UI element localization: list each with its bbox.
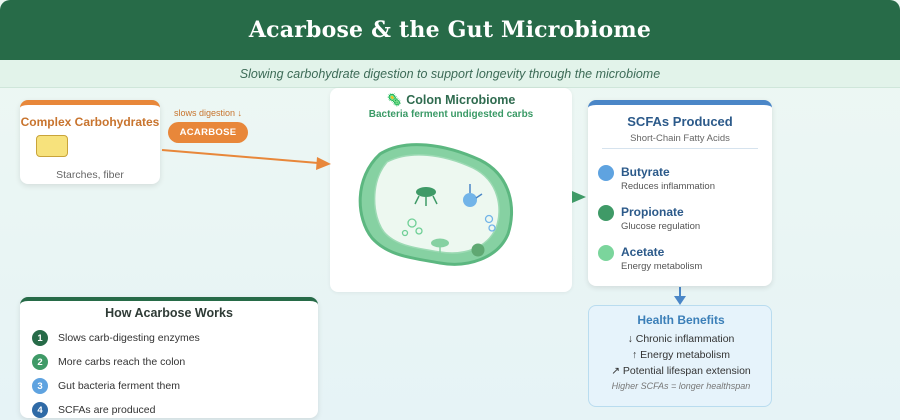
step-text: Slows carb-digesting enzymes (58, 332, 200, 344)
starch-icon (36, 135, 68, 157)
health-benefits-footnote: Higher SCFAs = longer healthspan (611, 381, 751, 391)
page-title: Acarbose & the Gut Microbiome (248, 17, 652, 43)
colon-microbiome-card: 🦠Colon Microbiome Bacteria ferment undig… (330, 88, 572, 292)
step-item: 4 SCFAs are produced (32, 402, 312, 420)
step-number-badge: 1 (32, 330, 48, 346)
scfa-desc: Reduces inflammation (621, 181, 715, 192)
scfa-desc: Glucose regulation (621, 221, 701, 232)
bacterium-rod (431, 238, 449, 255)
bacterium-round (471, 243, 485, 257)
how-acarbose-works-card: How Acarbose Works 1 Slows carb-digestin… (20, 297, 318, 418)
health-benefits-card: Health Benefits ↓ Chronic inflammation ↑… (588, 305, 772, 407)
health-benefits-title: Health Benefits (637, 313, 725, 327)
acetate-dot-icon (598, 245, 614, 261)
complex-carbs-title: Complex Carbohydrates (20, 115, 160, 129)
page-subtitle: Slowing carbohydrate digestion to suppor… (239, 66, 661, 81)
scfa-name: Acetate (621, 245, 665, 259)
complex-carbs-subtitle: Starches, fiber (56, 169, 124, 181)
health-benefit-line: ↑ Energy metabolism (631, 349, 731, 361)
arrow-carbs-to-colon (161, 149, 319, 164)
colon-title-row: 🦠Colon Microbiome (330, 93, 572, 108)
step-text: Gut bacteria ferment them (58, 380, 180, 392)
step-number-badge: 2 (32, 354, 48, 370)
step-text: More carbs reach the colon (58, 356, 186, 368)
header-bar: Acarbose & the Gut Microbiome (0, 0, 900, 60)
scfa-item-butyrate: Butyrate Reduces inflammation (598, 163, 768, 193)
bacterium-flagellated (463, 184, 483, 207)
health-benefit-line: ↓ Chronic inflammation (627, 333, 735, 345)
colon-title: Colon Microbiome (406, 93, 516, 107)
step-item: 2 More carbs reach the colon (32, 354, 312, 372)
step-item: 1 Slows carb-digesting enzymes (32, 330, 312, 348)
butyrate-dot-icon (598, 165, 614, 181)
propionate-dot-icon (598, 205, 614, 221)
arrow-scfa-to-health-head (674, 296, 686, 305)
health-benefit-line: ↗ Potential lifespan extension (611, 365, 751, 377)
slows-digestion-label: slows digestion ↓ (174, 108, 243, 118)
colon-illustration (358, 143, 514, 266)
scfa-item-propionate: Propionate Glucose regulation (598, 203, 768, 233)
scfa-divider (602, 148, 758, 149)
arrow-colon-to-scfa-head (572, 191, 586, 203)
bacterium-cluster-small (401, 218, 423, 237)
scfa-name: Butyrate (621, 165, 670, 179)
step-text: SCFAs are produced (58, 404, 156, 416)
arrow-carbs-to-colon-head (316, 157, 331, 170)
bacterium-pair (484, 214, 496, 232)
complex-carbs-card: Complex Carbohydrates Starches, fiber (20, 100, 160, 184)
how-acarbose-works-title: How Acarbose Works (105, 306, 233, 320)
scfa-item-acetate: Acetate Energy metabolism (598, 243, 768, 273)
microbe-icon: 🦠 (386, 93, 403, 107)
step-number-badge: 4 (32, 402, 48, 418)
scfa-card: SCFAs Produced Short-Chain Fatty Acids B… (588, 100, 772, 286)
scfa-title: SCFAs Produced (627, 114, 733, 129)
colon-subtitle: Bacteria ferment undigested carbs (368, 109, 534, 120)
bacterium-tripod (414, 187, 438, 206)
acarbose-badge: ACARBOSE (168, 122, 248, 143)
step-item: 3 Gut bacteria ferment them (32, 378, 312, 396)
subtitle-band: Slowing carbohydrate digestion to suppor… (0, 60, 900, 88)
step-number-badge: 3 (32, 378, 48, 394)
scfa-desc: Energy metabolism (621, 261, 703, 272)
scfa-name: Propionate (621, 205, 684, 219)
scfa-subtitle: Short-Chain Fatty Acids (630, 133, 730, 144)
